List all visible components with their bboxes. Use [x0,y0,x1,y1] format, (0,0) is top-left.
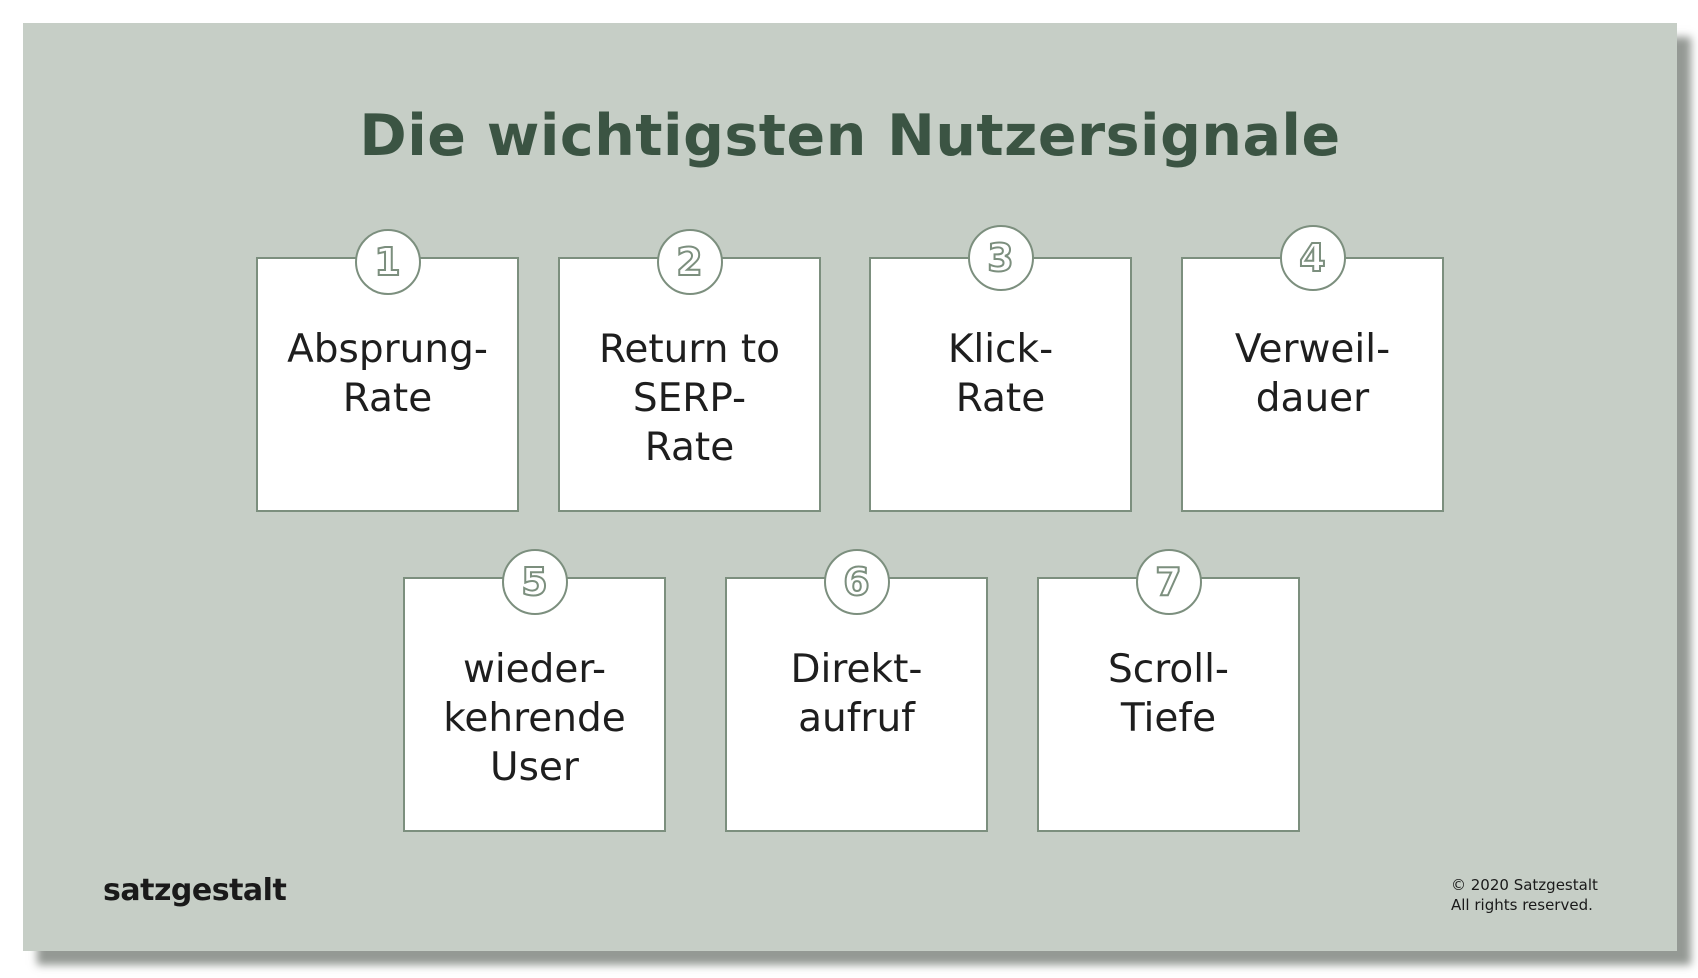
number-badge: 7 [1135,549,1202,615]
signal-label: Absprung- Rate [287,327,488,421]
signal-card-2: 2 Return to SERP- Rate [558,229,821,512]
number-badge: 3 [967,225,1034,291]
signal-card-3: 3 Klick- Rate [869,225,1132,512]
number-badge: 5 [501,549,568,615]
rights-line: All rights reserved. [1451,896,1593,914]
signal-label: Klick- Rate [947,327,1054,421]
copyright-line: © 2020 Satzgestalt [1451,876,1598,894]
copyright-notice: © 2020 Satzgestalt All rights reserved. [1451,875,1598,915]
signal-label: Verweil- dauer [1234,327,1391,421]
brand-logo: satzgestalt [103,873,287,908]
signal-card-7: 7 Scroll- Tiefe [1037,549,1300,832]
signal-label: Scroll- Tiefe [1108,647,1229,741]
number-badge: 2 [656,229,723,295]
number-badge: 4 [1279,225,1346,291]
signal-label: Direkt- aufruf [790,647,923,741]
slide-title: Die wichtigsten Nutzersignale [359,103,1341,169]
slide: Die wichtigsten Nutzersignale 1 Absprung… [23,23,1677,951]
signal-label: Return to SERP- Rate [599,327,780,470]
signal-card-4: 4 Verweil- dauer [1181,225,1444,512]
number-badge: 6 [823,549,890,615]
number-badge: 1 [354,229,421,295]
signal-card-1: 1 Absprung- Rate [256,229,519,512]
signal-card-5: 5 wieder- kehrende User [403,549,666,832]
signal-label: wieder- kehrende User [443,647,626,790]
signal-card-6: 6 Direkt- aufruf [725,549,988,832]
